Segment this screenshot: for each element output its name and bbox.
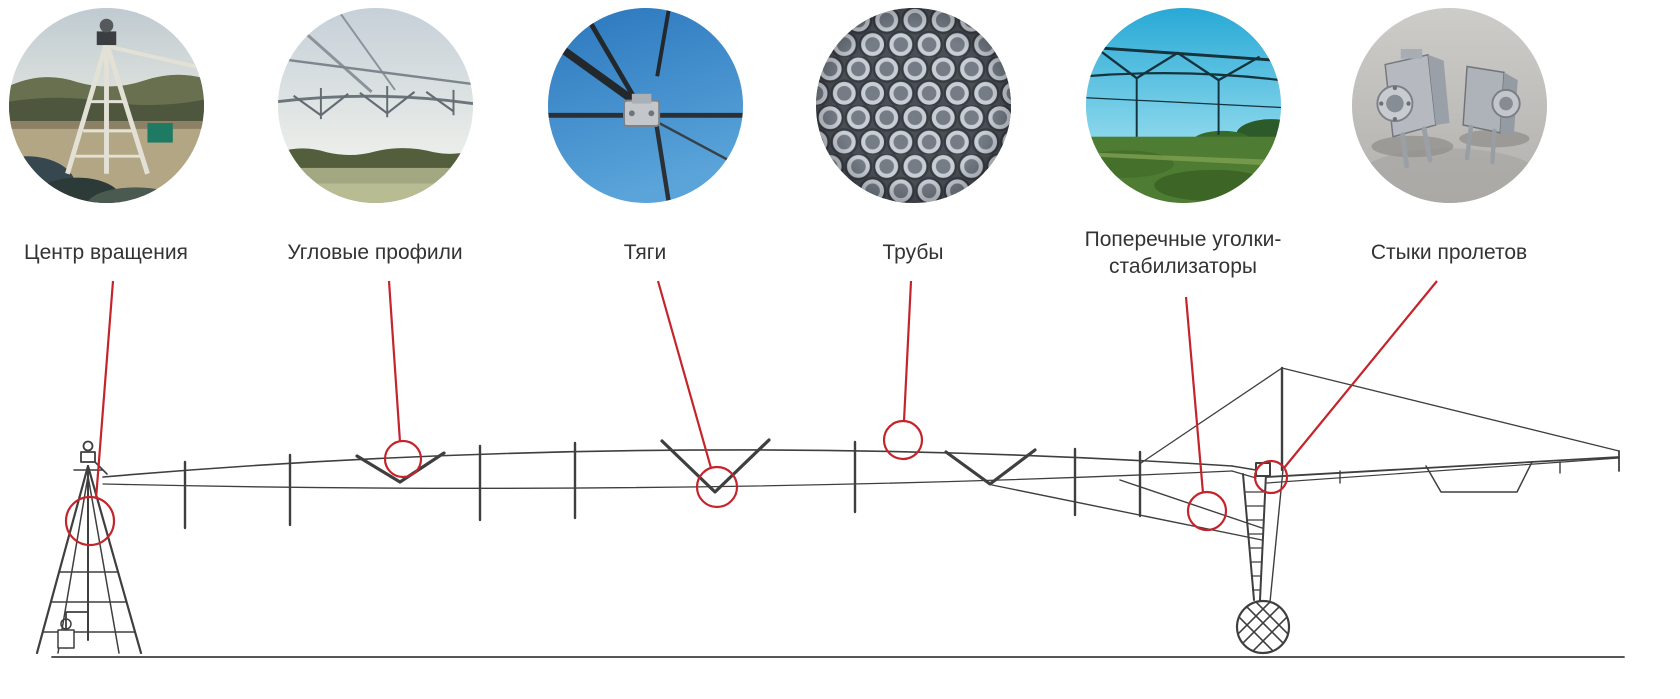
truss-span-photo — [277, 8, 473, 203]
callouts — [64, 280, 1438, 547]
label-wrap: Поперечные уголки-стабилизаторы — [1058, 224, 1308, 282]
component-item-angle-profiles: Угловые профили — [235, 0, 515, 282]
pivot-beacon — [82, 440, 94, 452]
overhang-pipe — [1266, 456, 1620, 478]
drive-tower — [1231, 366, 1291, 655]
callout-line-cross-stabilizers — [1184, 296, 1205, 494]
label-wrap: Тяги — [624, 224, 666, 282]
callout-circle-tie-rods — [695, 465, 739, 509]
lower-truss-rod — [102, 470, 1233, 489]
end-gun-bracket — [1425, 461, 1533, 493]
span-truss — [102, 438, 1263, 541]
component-item-pipes: Трубы — [773, 0, 1053, 282]
callout-line-span-joints — [1283, 280, 1438, 469]
stabilizer-angle-2 — [1119, 479, 1263, 529]
stabilizer-angle-1 — [991, 484, 1263, 541]
callout-circle-pipes — [882, 419, 924, 461]
v-brace-2 — [660, 438, 771, 494]
rod-clamp-photo — [547, 8, 743, 203]
callout-line-tie-rods — [656, 280, 713, 469]
pivot-tower-photo-art — [8, 8, 204, 203]
callout-circle-angle-profiles — [383, 439, 423, 479]
sprinkler-drops — [183, 440, 1142, 530]
tower-ladder — [1244, 491, 1265, 591]
callout-line-pivot-center — [94, 280, 115, 500]
component-item-tie-rods: Тяги — [505, 0, 785, 282]
pump-box — [57, 629, 75, 649]
component-item-pivot-center: Центр вращения — [0, 0, 246, 282]
callout-line-pipes — [902, 280, 913, 422]
rod-clamp-photo-art — [547, 8, 743, 203]
callout-line-angle-profiles — [387, 280, 402, 443]
component-label-span-joints: Стыки пролетов — [1370, 241, 1528, 265]
component-label-cross-stabilizers: Поперечные уголки-стабилизаторы — [1084, 227, 1282, 278]
stabilizer-frame-photo — [1085, 8, 1281, 203]
main-water-pipe — [102, 449, 1233, 478]
label-wrap: Центр вращения — [24, 224, 188, 282]
label-wrap: Угловые профили — [287, 224, 462, 282]
guy-wire-left — [1140, 367, 1283, 464]
component-label-angle-profiles: Угловые профили — [287, 241, 463, 265]
callout-circle-pivot-center — [64, 495, 116, 547]
pivot-tower-photo — [8, 8, 204, 203]
stabilizer-frame-photo-art — [1085, 8, 1281, 203]
callout-circle-span-joints — [1253, 459, 1289, 495]
v-brace-3 — [944, 448, 1037, 486]
callout-circle-cross-stabilizers — [1186, 490, 1228, 532]
component-label-pivot-center: Центр вращения — [24, 241, 188, 265]
pipe-bundle-photo-art — [815, 8, 1011, 203]
truss-span-photo-art — [277, 8, 473, 203]
guy-wire-right — [1281, 367, 1620, 452]
v-brace-1 — [355, 451, 446, 484]
pipe-bundle-photo — [815, 8, 1011, 203]
label-wrap: Трубы — [883, 224, 944, 282]
label-wrap: Стыки пролетов — [1371, 224, 1527, 282]
component-item-cross-stabilizers: Поперечные уголки-стабилизаторы — [1043, 0, 1323, 282]
span-joint-photo — [1351, 8, 1547, 203]
wheel-tread — [1237, 601, 1289, 653]
span-joint-photo-art — [1351, 8, 1547, 203]
machine-schematic — [35, 366, 1625, 658]
tower-wheel — [1235, 599, 1291, 655]
component-label-pipes: Трубы — [882, 241, 944, 265]
component-item-span-joints: Стыки пролетов — [1309, 0, 1589, 282]
component-label-tie-rods: Тяги — [623, 241, 667, 265]
pivot-tower — [35, 440, 143, 655]
pivot-swivel — [80, 451, 96, 463]
overhang-console — [1140, 367, 1620, 493]
